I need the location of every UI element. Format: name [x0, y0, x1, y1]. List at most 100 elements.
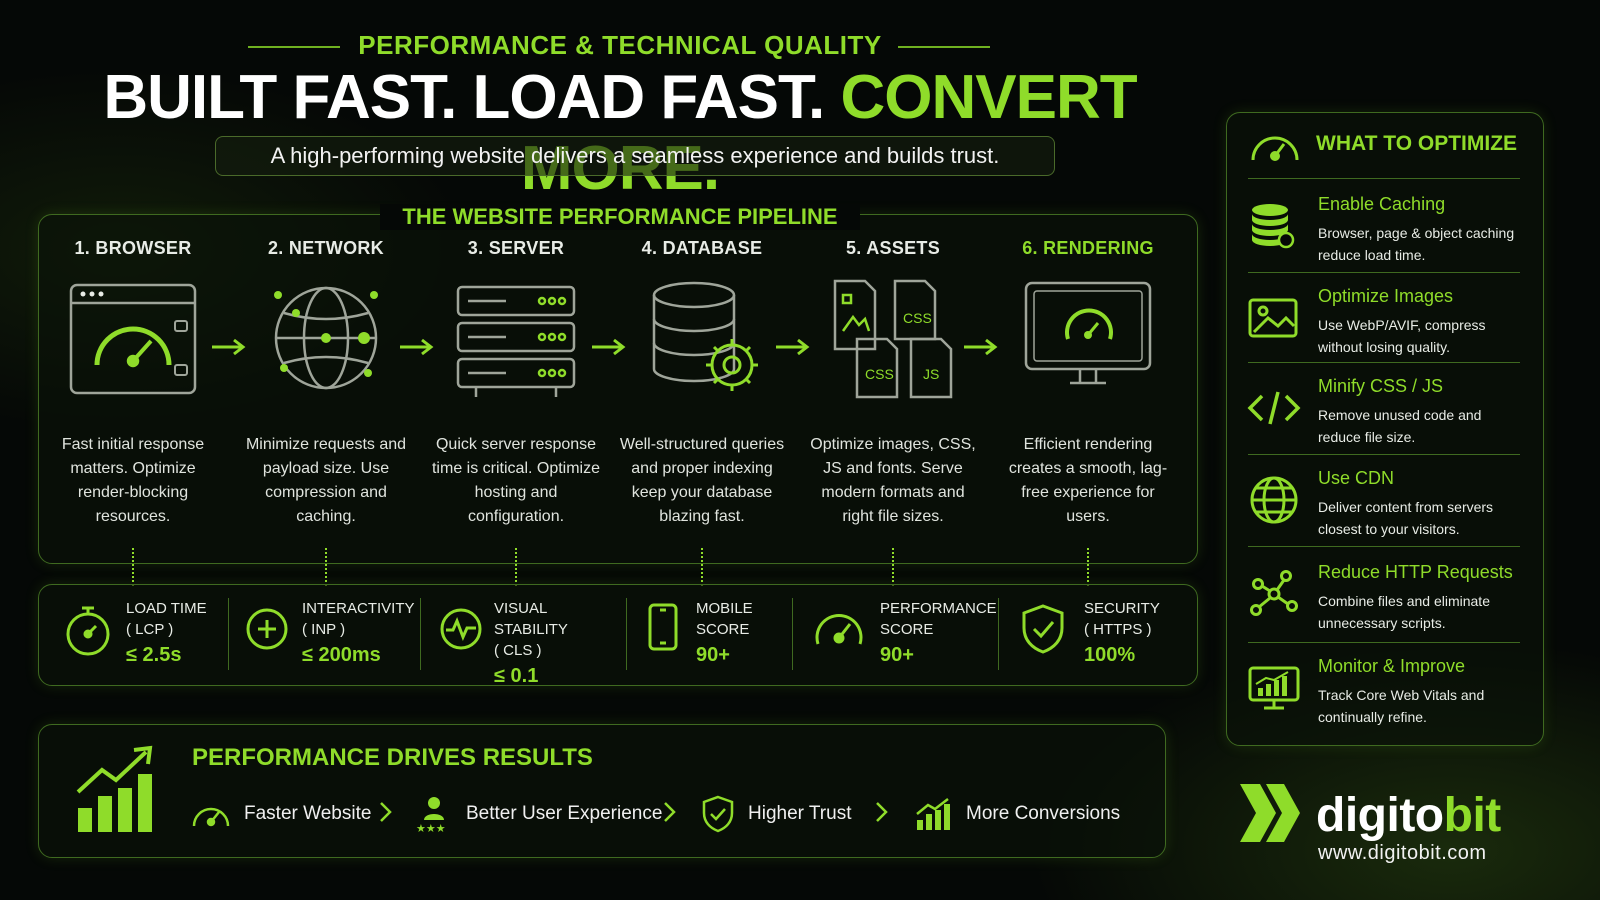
metric-sublabel: ( LCP ) — [126, 621, 174, 638]
step-desc: Minimize requests and payload size. Use … — [245, 436, 407, 525]
metric-label: INTERACTIVITY — [302, 600, 415, 617]
result-item-faster-website: Faster Website — [190, 796, 371, 832]
optimize-item-title: Optimize Images — [1318, 286, 1454, 306]
result-item-higher-trust: Higher Trust — [700, 795, 852, 833]
metric-sublabel: SCORE — [696, 621, 750, 638]
metric-divider — [626, 598, 627, 670]
pipeline-step-server: 3. SERVER Quick server response time is … — [431, 238, 601, 529]
kicker-rule-right — [898, 46, 990, 48]
asset-files-icon: CSS CSS JS — [823, 273, 963, 403]
divider — [1248, 272, 1520, 273]
optimize-item-title: Reduce HTTP Requests — [1318, 562, 1513, 582]
gauge-icon — [192, 807, 230, 827]
divider — [1248, 454, 1520, 455]
metric-value: 100% — [1084, 644, 1136, 666]
metric-label: SECURITY — [1084, 600, 1160, 617]
brand-name: digitobit — [1316, 788, 1501, 843]
monitor-gauge-icon — [1018, 273, 1158, 403]
step-desc: Efficient rendering creates a smooth, la… — [1008, 436, 1168, 525]
metric-value: ≤ 200ms — [302, 644, 381, 666]
pipeline-step-database: 4. DATABASE Well-structured queries and … — [617, 238, 787, 529]
svg-text:CSS: CSS — [865, 366, 894, 382]
metric-sublabel: ( INP ) — [302, 621, 346, 638]
optimize-item-desc: Track Core Web Vitals and continually re… — [1318, 687, 1485, 725]
result-label: Better User Experience — [466, 803, 663, 824]
metric-value: ≤ 0.1 — [494, 665, 539, 687]
growth-chart-icon — [76, 745, 153, 832]
plus-circle-icon — [246, 608, 288, 650]
pipeline-title: THE WEBSITE PERFORMANCE PIPELINE — [380, 204, 860, 230]
optimize-item-caching: Enable Caching Browser, page & object ca… — [1246, 188, 1522, 280]
brand-url[interactable]: www.digitobit.com — [1318, 842, 1487, 864]
shield-check-icon — [1022, 604, 1064, 654]
result-label: Faster Website — [244, 803, 372, 824]
metric-mobile-score: MOBILE SCORE 90+ — [646, 598, 786, 674]
optimize-item-title: Use CDN — [1318, 468, 1395, 488]
globe-icon — [1250, 476, 1298, 524]
metric-interactivity: INTERACTIVITY ( INP ) ≤ 200ms — [244, 598, 415, 674]
optimize-item-title: Enable Caching — [1318, 194, 1446, 214]
metric-visual-stability: VISUAL STABILITY ( CLS ) ≤ 0.1 — [438, 598, 618, 687]
connector-line — [132, 548, 136, 586]
step-title: 3. SERVER — [467, 238, 565, 258]
metric-sublabel: ( CLS ) — [494, 642, 542, 659]
metric-label: PERFORMANCE — [880, 600, 997, 617]
metric-value: 90+ — [696, 644, 730, 666]
step-title: 1. BROWSER — [74, 238, 192, 258]
image-icon — [1248, 298, 1298, 338]
optimize-panel — [1226, 112, 1544, 746]
subtitle-box: A high-performing website delivers a sea… — [215, 136, 1055, 176]
arrow-right-icon — [400, 338, 434, 356]
divider — [1248, 178, 1520, 179]
step-desc: Optimize images, CSS, JS and fonts. Serv… — [810, 436, 976, 525]
optimize-item-desc: Use WebP/AVIF, compress without losing q… — [1318, 317, 1486, 355]
connector-line — [892, 548, 896, 586]
speedometer-icon — [815, 613, 863, 645]
arrow-right-icon — [212, 338, 246, 356]
pipeline-step-assets: 5. ASSETS CSS CSS JS Optimize images, CS… — [808, 238, 978, 529]
browser-gauge-icon — [63, 273, 203, 403]
metric-divider — [792, 598, 793, 670]
divider — [1248, 546, 1520, 547]
database-gear-icon — [632, 273, 772, 403]
step-desc: Well-structured queries and proper index… — [619, 436, 785, 525]
metric-sublabel: ( HTTPS ) — [1084, 621, 1152, 638]
metric-divider — [228, 598, 229, 670]
result-label: Higher Trust — [748, 803, 852, 824]
metric-label: VISUAL STABILITY — [494, 600, 568, 638]
connector-line — [1087, 548, 1091, 586]
arrow-right-icon — [592, 338, 626, 356]
result-item-more-conversions: More Conversions — [914, 796, 1120, 832]
optimize-item-title: Minify CSS / JS — [1318, 376, 1444, 396]
chevron-right-icon — [380, 802, 392, 822]
database-cache-icon — [1252, 204, 1295, 249]
optimize-item-minify: Minify CSS / JS Remove unused code and r… — [1246, 370, 1522, 462]
metric-performance-score: PERFORMANCE SCORE 90+ — [812, 598, 997, 674]
metric-label: LOAD TIME — [126, 600, 207, 617]
step-title: 5. ASSETS — [845, 238, 941, 258]
optimize-item-desc: Deliver content from servers closest to … — [1318, 499, 1494, 537]
stopwatch-icon — [66, 606, 110, 656]
divider — [1248, 642, 1520, 643]
step-desc: Fast initial response matters. Optimize … — [61, 436, 205, 525]
svg-text:CSS: CSS — [903, 310, 932, 326]
optimize-item-title: Monitor & Improve — [1318, 656, 1466, 676]
shield-check-icon — [702, 795, 734, 833]
pipeline-step-network: 2. NETWORK Minimize requests and payload… — [241, 238, 411, 529]
result-item-better-ux: ★★★ Better User Experience — [414, 796, 663, 834]
kicker-rule-left — [248, 46, 340, 48]
metric-security: SECURITY ( HTTPS ) 100% — [1020, 598, 1180, 674]
metric-divider — [420, 598, 421, 670]
metric-sublabel: SCORE — [880, 621, 934, 638]
user-stars-icon: ★★★ — [416, 797, 446, 834]
result-label: More Conversions — [966, 803, 1121, 824]
svg-text:JS: JS — [923, 366, 939, 382]
optimize-item-cdn: Use CDN Deliver content from servers clo… — [1246, 462, 1522, 554]
pulse-circle-icon — [440, 608, 482, 650]
arrow-right-icon — [964, 338, 998, 356]
pipeline-step-rendering: 6. RENDERING Efficient rendering creates… — [1003, 238, 1173, 529]
kicker-title: PERFORMANCE & TECHNICAL QUALITY — [358, 30, 882, 60]
optimize-item-monitor: Monitor & Improve Track Core Web Vitals … — [1246, 650, 1522, 742]
nodes-icon — [1250, 570, 1298, 616]
growth-chart-icon — [916, 798, 950, 830]
